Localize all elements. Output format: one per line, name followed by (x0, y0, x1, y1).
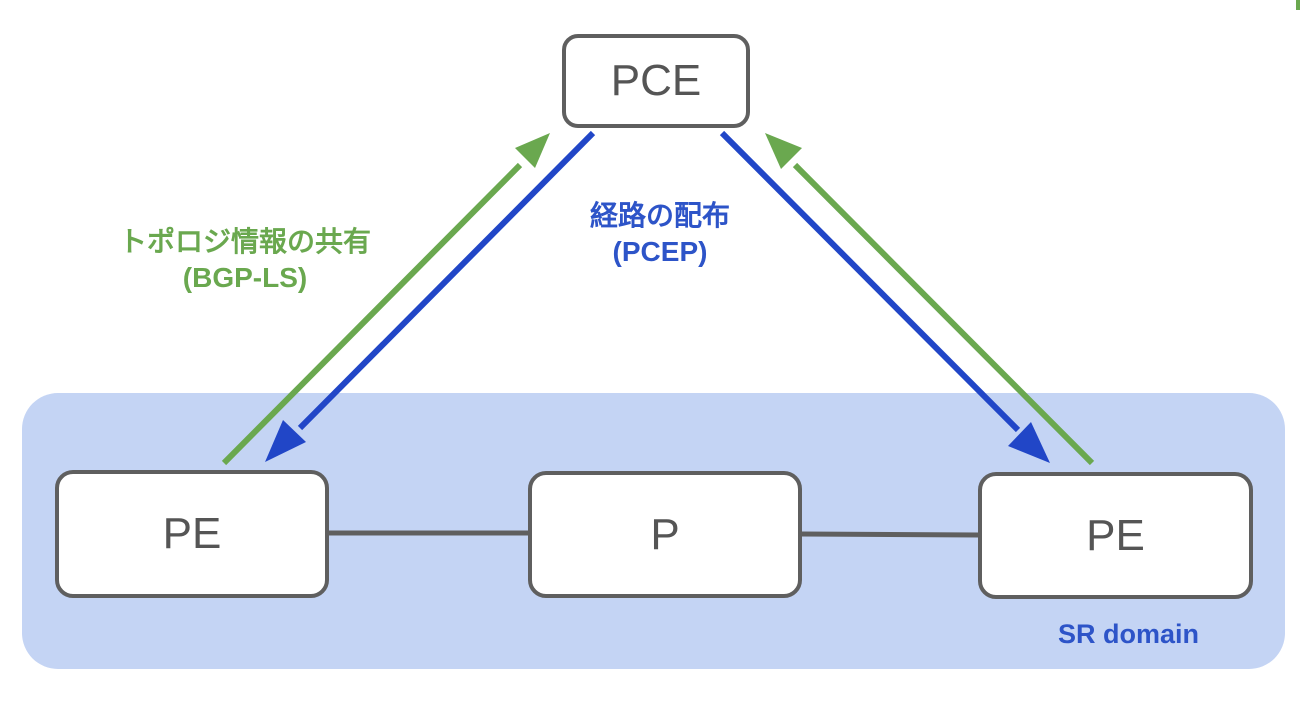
pe-right-label: PE (1086, 510, 1145, 560)
p-node: P (528, 471, 802, 598)
sr-domain-label: SR domain (1058, 619, 1200, 649)
edge-mark (1296, 0, 1300, 10)
bgp-ls-arrow-right (792, 162, 1095, 466)
pcep-label-line1: 経路の配布 (589, 200, 730, 231)
pcep-arrow-left (297, 130, 596, 431)
pe-right-node: PE (978, 472, 1253, 599)
bgp-ls-label: トポロジ情報の共有 (BGP-LS) (95, 224, 395, 296)
p-label: P (650, 509, 680, 559)
link-p-pe-right (801, 531, 979, 538)
pcep-arrow-right (719, 130, 1021, 433)
bgp-ls-arrow-left (221, 162, 523, 466)
bgp-ls-label-line1: トポロジ情報の共有 (118, 226, 371, 257)
pe-left-label: PE (162, 509, 222, 558)
bgp-ls-arrowhead-left (515, 133, 550, 168)
pce-node: PCE (562, 34, 750, 128)
pcep-label: 経路の配布 (PCEP) (560, 198, 760, 270)
pcep-label-line2: (PCEP) (612, 236, 708, 267)
bgp-ls-label-line2: (BGP-LS) (182, 262, 308, 293)
pce-label: PCE (610, 56, 702, 105)
pe-left-node: PE (55, 470, 329, 598)
pcep-arrowhead-left (265, 420, 306, 462)
pcep-arrowhead-right (1008, 422, 1050, 463)
bgp-ls-arrowhead-right (765, 133, 802, 169)
